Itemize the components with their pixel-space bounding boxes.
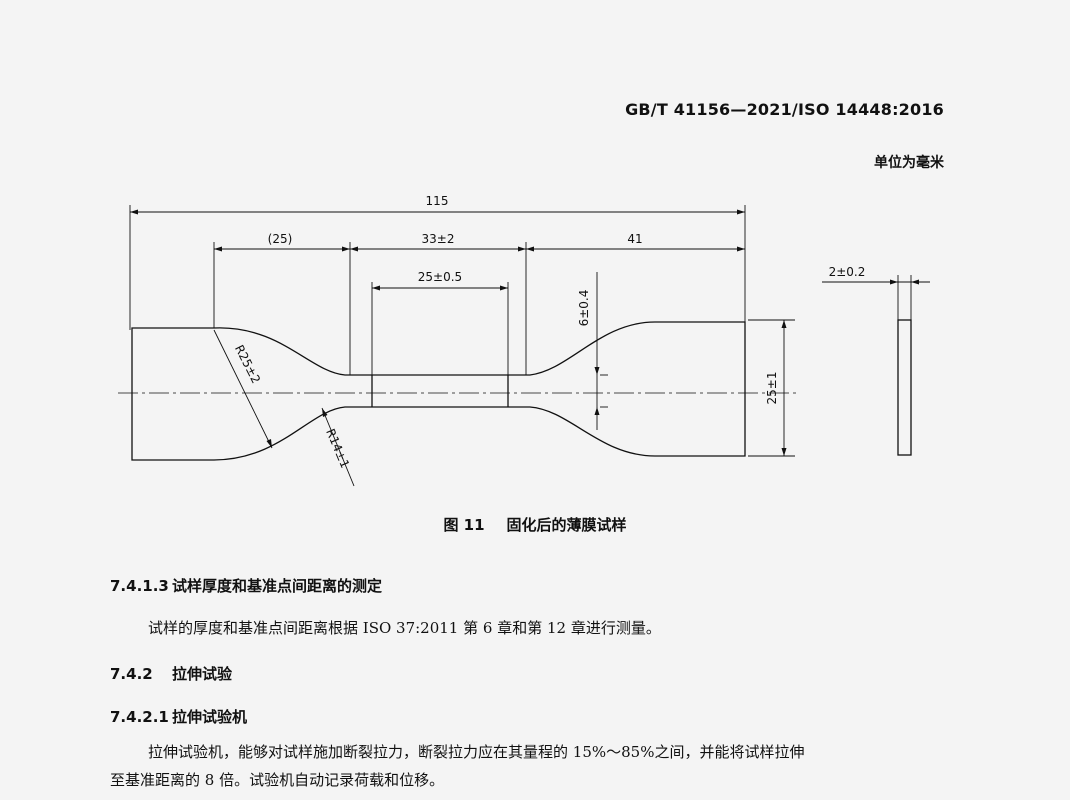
dim-gauge-length: 25±0.5 (418, 270, 462, 284)
paragraph-7421: 拉伸试验机，能够对试样施加断裂拉力，断裂拉力应在其量程的 15%～85%之间，并… (110, 738, 960, 794)
standard-code: GB/T 41156—2021/ISO 14448:2016 (625, 100, 944, 119)
dim-grip-length: (25) (268, 232, 293, 246)
paragraph-text: 试样的厚度和基准点间距离根据 ISO 37:2011 第 6 章和第 12 章进… (148, 619, 661, 637)
side-view (897, 319, 912, 456)
section-heading-742: 7.4.2 拉伸试验 (110, 663, 232, 684)
figure-title: 固化后的薄膜试样 (506, 516, 627, 534)
paragraph-7413: 试样的厚度和基准点间距离根据 ISO 37:2011 第 6 章和第 12 章进… (110, 614, 960, 642)
section-title: 试样厚度和基准点间距离的测定 (172, 577, 383, 595)
section-number: 7.4.2 (110, 665, 153, 683)
leader-small-radius (321, 407, 355, 487)
dim-thickness: 2±0.2 (829, 265, 866, 279)
section-title: 拉伸试验 (172, 665, 233, 683)
figure-number: 图 11 (443, 516, 485, 534)
figure-caption: 图 11 固化后的薄膜试样 (0, 514, 1070, 535)
paragraph-text-line1: 拉伸试验机，能够对试样施加断裂拉力，断裂拉力应在其量程的 15%～85%之间，并… (148, 743, 805, 761)
section-title: 拉伸试验机 (172, 708, 248, 726)
section-number: 7.4.1.3 (110, 577, 169, 595)
dim-remaining-length: 41 (627, 232, 642, 246)
dim-small-radius: R14±1 (323, 427, 352, 470)
leader-large-radius (213, 329, 273, 449)
dim-narrow-width: 6±0.4 (577, 290, 591, 327)
dim-large-radius: R25±2 (232, 343, 263, 386)
section-number: 7.4.2.1 (110, 708, 169, 726)
paragraph-text-line2: 至基准距离的 8 倍。试验机自动记录荷载和位移。 (110, 771, 445, 789)
dim-overall-length: 115 (426, 194, 449, 208)
dim-shoulder-length: 33±2 (422, 232, 455, 246)
unit-note: 单位为毫米 (874, 155, 944, 171)
specimen-outline (131, 321, 746, 461)
dim-overall-width: 25±1 (765, 372, 779, 405)
